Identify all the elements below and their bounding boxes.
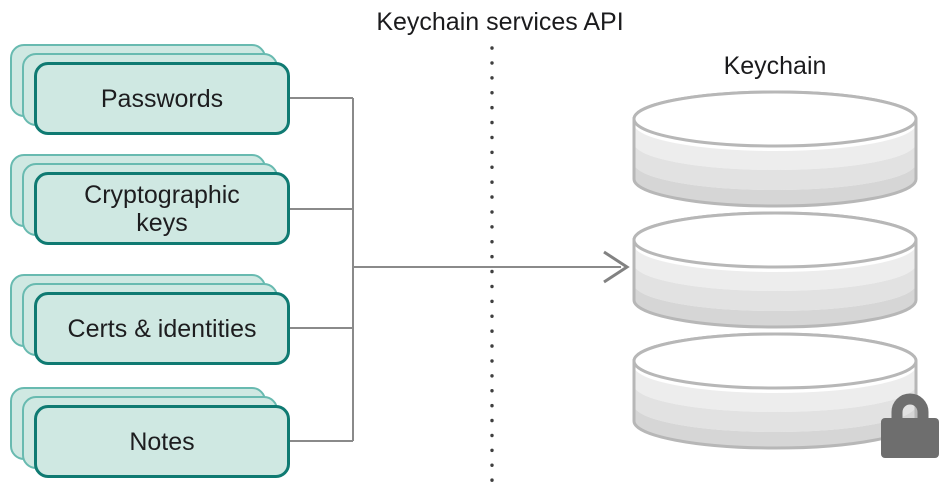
keychain-label: Keychain — [723, 52, 827, 80]
database-disk — [632, 211, 918, 329]
arrow-right-icon — [603, 250, 630, 284]
diagram-title: Keychain services API — [376, 8, 624, 36]
database-disk — [632, 332, 918, 450]
lock-icon — [881, 393, 939, 458]
card-label: Cryptographic keys — [84, 180, 240, 237]
card-notes: Notes — [34, 405, 290, 478]
card-stack-passwords: Passwords — [10, 44, 310, 139]
card-label: Passwords — [100, 84, 224, 113]
card-passwords: Passwords — [34, 62, 290, 135]
connector-lines — [290, 97, 621, 442]
card-stack-notes: Notes — [10, 387, 310, 482]
card-label: Certs & identities — [67, 314, 257, 343]
card-cryptographic-keys: Cryptographic keys — [34, 172, 290, 245]
card-stack-cryptographic-keys: Cryptographic keys — [10, 154, 310, 249]
card-certs-identities: Certs & identities — [34, 292, 290, 365]
database-disk — [632, 90, 918, 208]
database-icon — [632, 90, 918, 450]
card-label: Notes — [129, 427, 195, 456]
card-stack-certs-identities: Certs & identities — [10, 274, 310, 369]
